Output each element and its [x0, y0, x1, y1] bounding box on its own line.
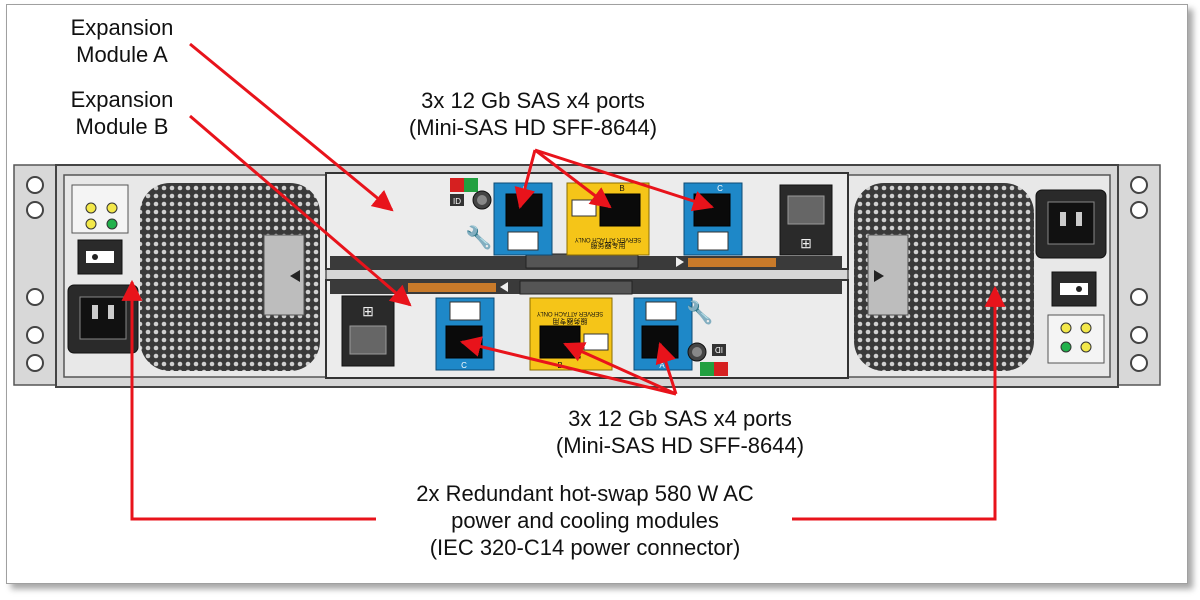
sas-port-icon: [449, 301, 481, 321]
label-power: 2x Redundant hot-swap 580 W AC power and…: [378, 480, 792, 561]
arrow-port-top-a: [514, 149, 537, 210]
sas-port-icon: [507, 231, 539, 251]
label-module-b-line1: Expansion: [70, 87, 174, 112]
label-ports-top-line1: 3x 12 Gb SAS x4 ports: [421, 88, 645, 113]
ok-icon: [464, 178, 478, 192]
id-label-bottom: ID: [715, 345, 723, 354]
label-ports-bottom: 3x 12 Gb SAS x4 ports (Mini-SAS HD SFF-8…: [517, 405, 843, 459]
arrow-port-bottom-a: [655, 341, 678, 395]
sas-port-icon: [697, 231, 729, 251]
arrow-power-right: [792, 285, 1006, 521]
led-icon: [1060, 341, 1072, 353]
power-cooling-module-left: [63, 174, 327, 378]
label-module-b-line2: Module B: [75, 114, 169, 139]
right-rack-ear: [1117, 164, 1161, 386]
left-rack-ear: [13, 164, 57, 386]
sas-port-icon: [645, 301, 677, 321]
label-ports-top-line2: (Mini-SAS HD SFF-8644): [408, 115, 658, 140]
ok-icon: [700, 362, 714, 376]
fan-grille-left: [140, 183, 320, 371]
sas-port-icon: [571, 199, 597, 217]
label-ports-top: 3x 12 Gb SAS x4 ports (Mini-SAS HD SFF-8…: [370, 87, 696, 141]
server-attach-label-top: SERVER ATTACH ONLY: [575, 236, 642, 242]
fan-grille-right: [854, 183, 1034, 371]
id-label-top: ID: [453, 197, 461, 206]
sas-port-icon: [583, 333, 609, 351]
led-icon: [85, 202, 97, 214]
label-module-a-line2: Module A: [76, 42, 168, 67]
led-icon: [1060, 322, 1072, 334]
port-letter: A: [659, 361, 665, 370]
port-letter: C: [461, 361, 467, 370]
led-icon: [85, 218, 97, 230]
label-power-line1: 2x Redundant hot-swap 580 W AC: [416, 481, 754, 506]
module-handle-left[interactable]: [263, 234, 305, 316]
wrench-icon: 🔧: [465, 224, 492, 250]
power-cooling-module-right: [847, 174, 1111, 378]
expansion-module-a: ID 🔧 SERVER ATTACH ONLY 服务器专用 A B C: [325, 172, 849, 270]
arrow-port-top-c: [534, 148, 714, 212]
expansion-module-b: ⊞ SERVER ATTACH ONLY 服务器专用 C B A 🔧 ID: [325, 279, 849, 379]
network-icon: ⊞: [362, 303, 374, 319]
label-module-a: Expansion Module A: [58, 14, 186, 68]
fault-icon: [450, 178, 464, 192]
port-letter: B: [619, 184, 624, 193]
label-module-b: Expansion Module B: [58, 86, 186, 140]
label-ports-bottom-line1: 3x 12 Gb SAS x4 ports: [568, 406, 792, 431]
led-icon: [1080, 341, 1092, 353]
label-module-a-line1: Expansion: [70, 15, 174, 40]
arrow-port-bottom-c: [459, 336, 677, 396]
server-attach-cn-top: 服务器专用: [591, 241, 626, 250]
callout-arrows: [121, 42, 1006, 521]
label-power-line2: power and cooling modules: [451, 508, 719, 533]
led-icon: [106, 218, 118, 230]
led-icon: [106, 202, 118, 214]
port-letter: C: [717, 184, 723, 193]
label-power-line3: (IEC 320-C14 power connector): [429, 535, 741, 560]
arrow-module-b: [189, 114, 412, 307]
server-attach-cn-bottom: 服务器专用: [553, 317, 588, 326]
arrow-power-left: [121, 279, 376, 521]
arrow-port-bottom-b: [563, 342, 677, 396]
label-ports-bottom-line2: (Mini-SAS HD SFF-8644): [555, 433, 805, 458]
led-panel-right: [1047, 314, 1105, 364]
arrow-module-a: [189, 42, 394, 212]
network-icon: ⊞: [800, 235, 812, 251]
led-panel-left: [71, 184, 129, 234]
wrench-icon: 🔧: [686, 299, 713, 325]
led-icon: [1080, 322, 1092, 334]
server-attach-label-bottom: SERVER ATTACH ONLY: [537, 310, 604, 316]
arrow-port-top-b: [534, 148, 612, 209]
fault-icon: [714, 362, 728, 376]
